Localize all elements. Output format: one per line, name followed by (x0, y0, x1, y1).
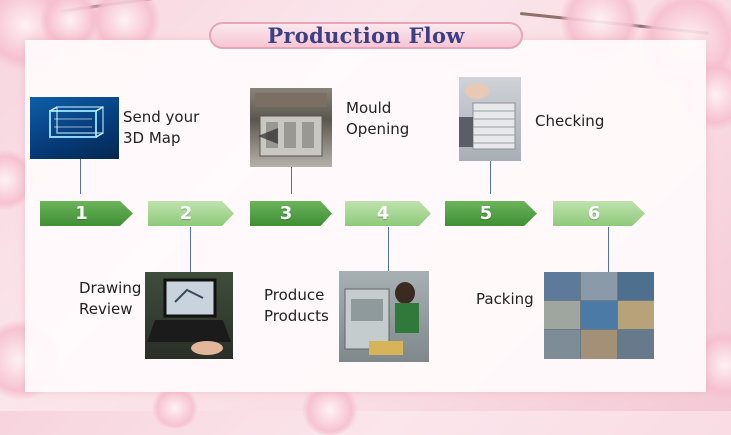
step-number: 5 (480, 203, 493, 224)
title-banner: Production Flow (209, 22, 523, 49)
page-title: Production Flow (267, 23, 464, 48)
connector-line (388, 227, 389, 272)
step-number: 2 (180, 203, 193, 224)
connector-line (190, 227, 191, 273)
step-number: 4 (377, 203, 390, 224)
laptop-drawing-photo (145, 272, 233, 359)
step-arrow-1: 1 (40, 201, 133, 226)
step-number: 3 (280, 203, 293, 224)
step-label: Checking (535, 111, 604, 132)
connector-line (608, 227, 609, 273)
step-label: Drawing Review (79, 278, 141, 320)
step-arrow-3: 3 (250, 201, 332, 226)
connector-line (291, 167, 292, 194)
checking-photo (459, 77, 521, 161)
step-arrow-2: 2 (148, 201, 234, 226)
connector-line (80, 159, 81, 194)
3d-model-photo (30, 97, 119, 159)
step-label: Mould Opening (346, 98, 409, 140)
step-number: 1 (75, 203, 88, 224)
step-arrow-5: 5 (445, 201, 537, 226)
connector-line (490, 161, 491, 194)
step-label: Packing (476, 289, 534, 310)
mould-photo (250, 88, 332, 167)
step-arrow-4: 4 (345, 201, 431, 226)
step-arrow-6: 6 (553, 201, 645, 226)
packing-photo (544, 272, 654, 359)
step-number: 6 (588, 203, 601, 224)
production-machine-photo (339, 271, 429, 362)
step-label: Send your 3D Map (123, 107, 199, 149)
step-label: Produce Products (264, 285, 329, 327)
